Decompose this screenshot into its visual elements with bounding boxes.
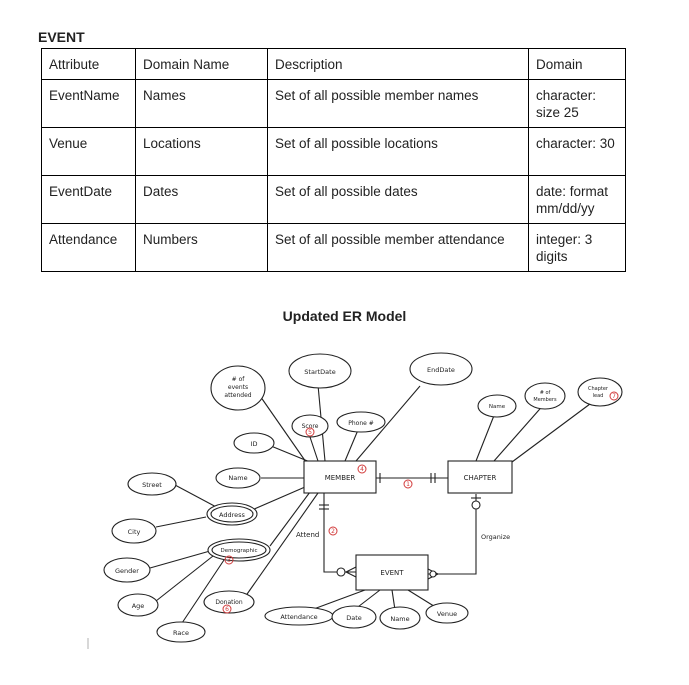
attribute-end-date: EndDate [409, 352, 473, 386]
attribute-chapter-name: Name [477, 394, 517, 418]
attribute-donation: Donation [203, 590, 255, 614]
svg-text:Attendance: Attendance [280, 613, 317, 621]
annotation-number: 7 [612, 393, 616, 400]
attribute-venue: Venue [425, 602, 469, 624]
table-row: EventDate Dates Set of all possible date… [41, 175, 626, 224]
annotation-number: 3 [227, 557, 231, 564]
svg-text:# of: # of [232, 376, 246, 383]
attribute-attendance: Attendance [264, 606, 334, 626]
svg-text:Score: Score [302, 423, 319, 430]
table-row: Venue Locations Set of all possible loca… [41, 127, 626, 176]
attribute-street: Street [127, 472, 177, 496]
entity-member: MEMBER [303, 460, 377, 494]
attribute-age: Age [117, 593, 159, 617]
annotation-number: 6 [225, 606, 229, 613]
table-cell: Numbers [135, 223, 268, 272]
table-cell: Attendance [41, 223, 136, 272]
svg-text:lead: lead [593, 393, 604, 399]
svg-text:Members: Members [533, 397, 557, 403]
svg-text:Name: Name [489, 404, 506, 410]
attribute-phone: Phone # [336, 411, 386, 433]
column-header: Attribute [41, 48, 136, 80]
diagram-title: Updated ER Model [282, 308, 407, 324]
attribute-events-attended: # of events attended [210, 365, 266, 411]
table-cell: Set of all possible locations [267, 127, 529, 176]
relationship-label: Organize [481, 533, 510, 541]
attribute-start-date: StartDate [288, 353, 352, 389]
attribute-member-name: Name [215, 467, 261, 489]
column-header: Description [267, 48, 529, 80]
attribute-event-date: Date [331, 605, 377, 629]
table-cell: date: format mm/dd/yy [528, 175, 626, 224]
table-row: Attendance Numbers Set of all possible m… [41, 223, 626, 272]
column-header: Domain [528, 48, 626, 80]
table-header-row: Attribute Domain Name Description Domain [41, 48, 626, 80]
cardinality-marks [319, 473, 481, 580]
table-cell: character: size 25 [528, 79, 626, 128]
svg-text:Phone #: Phone # [348, 420, 374, 427]
attribute-city: City [111, 518, 157, 544]
table-cell: Dates [135, 175, 268, 224]
table-cell: Set of all possible dates [267, 175, 529, 224]
event-attribute-table: Attribute Domain Name Description Domain… [41, 48, 626, 272]
table-cell: EventName [41, 79, 136, 128]
svg-text:StartDate: StartDate [304, 368, 335, 376]
svg-text:Address: Address [219, 511, 245, 519]
table-cell: Locations [135, 127, 268, 176]
attribute-address: Address [206, 502, 258, 526]
svg-text:EndDate: EndDate [427, 366, 455, 374]
entity-chapter: CHAPTER [447, 460, 513, 494]
svg-text:Street: Street [142, 481, 162, 489]
svg-text:Demographic: Demographic [221, 548, 258, 554]
svg-text:Name: Name [390, 615, 409, 623]
table-cell: Set of all possible member attendance [267, 223, 529, 272]
svg-text:ID: ID [251, 440, 258, 448]
svg-text:Race: Race [173, 629, 189, 637]
attribute-event-name: Name [379, 606, 421, 630]
table-cell: Venue [41, 127, 136, 176]
table-row: EventName Names Set of all possible memb… [41, 79, 626, 128]
svg-text:Donation: Donation [215, 599, 242, 606]
column-header: Domain Name [135, 48, 268, 80]
entity-label: EVENT [380, 569, 404, 577]
entity-label: MEMBER [325, 474, 356, 482]
table-cell: integer: 3 digits [528, 223, 626, 272]
annotation-number: 5 [308, 429, 312, 436]
scroll-mark [87, 638, 89, 649]
svg-text:attended: attended [224, 392, 251, 399]
attribute-score: Score [291, 414, 329, 438]
svg-text:# of: # of [540, 390, 551, 396]
annotation-number: 4 [360, 466, 364, 473]
svg-text:Chapter: Chapter [588, 386, 609, 392]
annotation-markers: 7 5 4 1 2 3 6 [222, 391, 619, 614]
er-diagram: MEMBER CHAPTER EVENT Attend Organize # o… [103, 352, 623, 643]
attribute-demographic: Demographic [207, 538, 271, 562]
connector-lines [149, 384, 595, 627]
svg-text:Name: Name [228, 474, 247, 482]
entity-label: CHAPTER [464, 474, 497, 482]
table-cell: Names [135, 79, 268, 128]
annotation-number: 1 [406, 481, 410, 488]
attribute-gender: Gender [103, 557, 151, 583]
svg-text:Venue: Venue [437, 610, 457, 618]
svg-text:Date: Date [346, 614, 362, 622]
svg-text:Gender: Gender [115, 567, 139, 575]
table-cell: Set of all possible member names [267, 79, 529, 128]
table-cell: EventDate [41, 175, 136, 224]
attribute-race: Race [156, 621, 206, 643]
relationship-label: Attend [296, 531, 319, 539]
entity-event: EVENT [355, 554, 429, 591]
attribute-num-members: # of Members [524, 382, 566, 410]
table-cell: character: 30 [528, 127, 626, 176]
annotation-number: 2 [331, 528, 335, 535]
table-heading: EVENT [38, 29, 85, 45]
svg-text:City: City [128, 528, 141, 536]
attribute-id: ID [233, 432, 275, 454]
svg-text:events: events [228, 384, 248, 391]
svg-text:Age: Age [132, 602, 145, 610]
